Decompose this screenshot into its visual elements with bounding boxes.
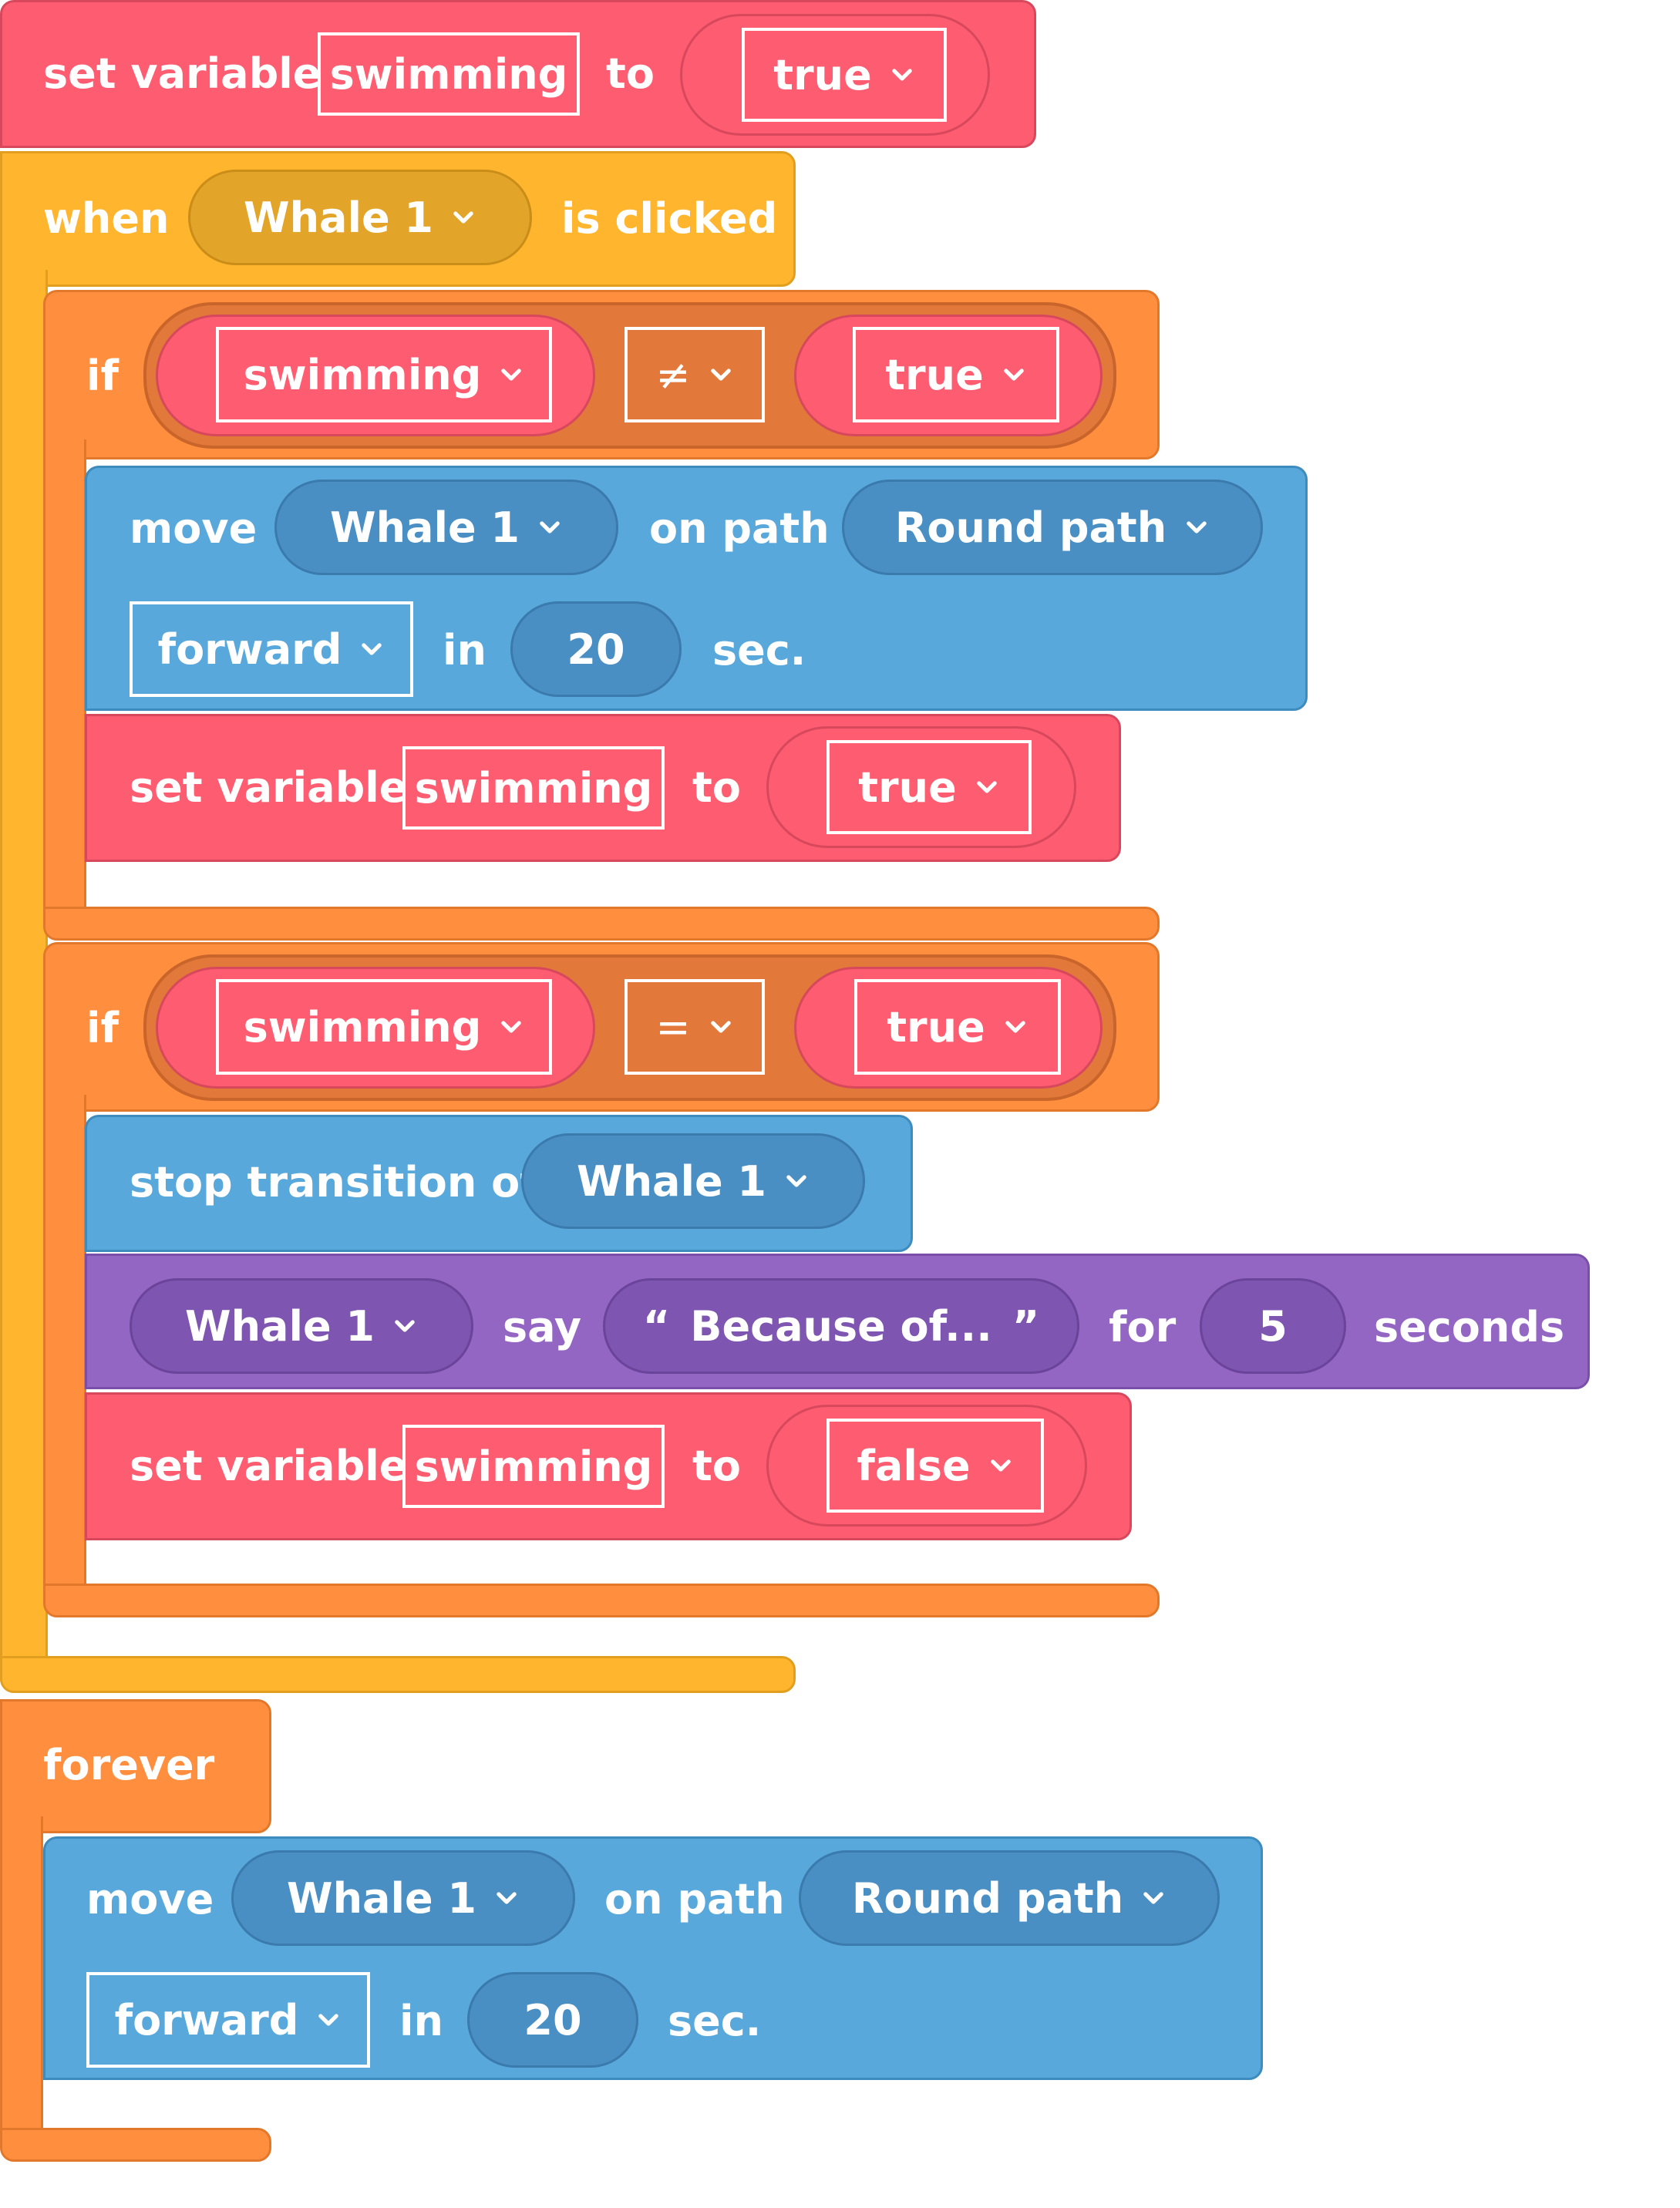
move-label: move <box>130 504 258 553</box>
direction-dropdown[interactable]: forward <box>86 1972 370 2068</box>
object-dropdown[interactable]: Whale 1 <box>188 170 532 265</box>
object-dropdown[interactable]: Whale 1 <box>130 1278 473 1374</box>
seconds-label: seconds <box>1374 1303 1565 1351</box>
value-pill <box>766 1405 1087 1526</box>
variable-name-box[interactable]: swimming <box>318 32 580 116</box>
if-block-2-footer <box>43 1584 1160 1617</box>
when-clicked-arm <box>0 270 48 1681</box>
left-operand-pill <box>156 315 595 436</box>
operator-dropdown[interactable]: = <box>625 979 765 1075</box>
chevron-down-icon <box>498 362 524 388</box>
operator-dropdown[interactable]: ≠ <box>625 327 765 422</box>
chevron-down-icon <box>498 1014 524 1040</box>
value-dropdown[interactable]: false <box>827 1419 1044 1513</box>
chevron-down-icon <box>392 1313 418 1339</box>
path-dropdown[interactable]: Round path <box>799 1850 1220 1946</box>
chevron-down-icon <box>1183 514 1210 540</box>
if-block-1-footer <box>43 907 1160 941</box>
chevron-down-icon <box>889 62 915 88</box>
forever-arm <box>0 1816 43 2140</box>
to-label: to <box>692 763 741 812</box>
object-dropdown[interactable]: Whale 1 <box>274 480 618 575</box>
if-block-1-arm <box>43 439 86 917</box>
to-label: to <box>692 1442 741 1490</box>
right-operand-pill <box>794 315 1103 436</box>
forever-label: forever <box>43 1741 215 1789</box>
value-pill <box>766 726 1076 848</box>
chevron-down-icon <box>1001 362 1027 388</box>
set-variable-label: set variable <box>130 1442 408 1490</box>
chevron-down-icon <box>1140 1885 1167 1911</box>
left-operand-dropdown[interactable]: swimming <box>216 327 552 422</box>
sec-label: sec. <box>668 1997 762 2045</box>
duration-input[interactable]: 5 <box>1200 1278 1346 1374</box>
if-label: if <box>86 352 120 400</box>
direction-dropdown[interactable]: forward <box>130 601 413 697</box>
path-dropdown[interactable]: Round path <box>842 480 1263 575</box>
chevron-down-icon <box>708 1014 734 1040</box>
move-label: move <box>86 1875 214 1924</box>
right-operand-pill <box>794 967 1103 1089</box>
sec-label: sec. <box>712 626 806 675</box>
left-operand-dropdown[interactable]: swimming <box>216 979 552 1075</box>
right-operand-dropdown[interactable]: true <box>854 979 1061 1075</box>
duration-input[interactable]: 20 <box>467 1972 638 2068</box>
value-pill <box>680 14 990 136</box>
in-label: in <box>443 626 486 675</box>
chevron-down-icon <box>708 362 734 388</box>
chevron-down-icon <box>359 636 385 662</box>
chevron-down-icon <box>1002 1014 1029 1040</box>
duration-input[interactable]: 20 <box>510 601 682 697</box>
left-operand-pill <box>156 967 595 1089</box>
set-variable-label: set variable <box>130 763 408 812</box>
chevron-down-icon <box>450 204 476 231</box>
in-label: in <box>399 1997 443 2045</box>
forever-footer <box>0 2128 271 2162</box>
is-clicked-label: is clicked <box>561 194 778 243</box>
forever-block[interactable] <box>0 1699 271 1833</box>
stop-transition-label: stop transition of <box>130 1158 538 1207</box>
message-input[interactable]: “Because of...” <box>603 1278 1079 1374</box>
chevron-down-icon <box>493 1885 520 1911</box>
chevron-down-icon <box>988 1452 1014 1479</box>
to-label: to <box>606 49 655 98</box>
if-label: if <box>86 1004 120 1052</box>
set-variable-label: set variable <box>43 49 322 98</box>
on-path-label: on path <box>604 1875 785 1924</box>
variable-name-box[interactable]: swimming <box>402 1425 665 1508</box>
when-clicked-footer <box>0 1656 796 1693</box>
if-block-2-arm <box>43 1095 86 1596</box>
on-path-label: on path <box>649 504 830 553</box>
chevron-down-icon <box>315 2007 342 2033</box>
value-dropdown[interactable]: true <box>742 28 947 122</box>
chevron-down-icon <box>537 514 563 540</box>
object-dropdown[interactable]: Whale 1 <box>521 1133 865 1229</box>
variable-name-box[interactable]: swimming <box>402 746 665 830</box>
chevron-down-icon <box>974 774 1000 800</box>
for-label: for <box>1109 1303 1177 1351</box>
right-operand-dropdown[interactable]: true <box>853 327 1059 422</box>
chevron-down-icon <box>783 1168 810 1194</box>
value-dropdown[interactable]: true <box>827 740 1032 834</box>
object-dropdown[interactable]: Whale 1 <box>231 1850 575 1946</box>
say-label: say <box>503 1303 582 1351</box>
when-label: when <box>43 194 170 243</box>
